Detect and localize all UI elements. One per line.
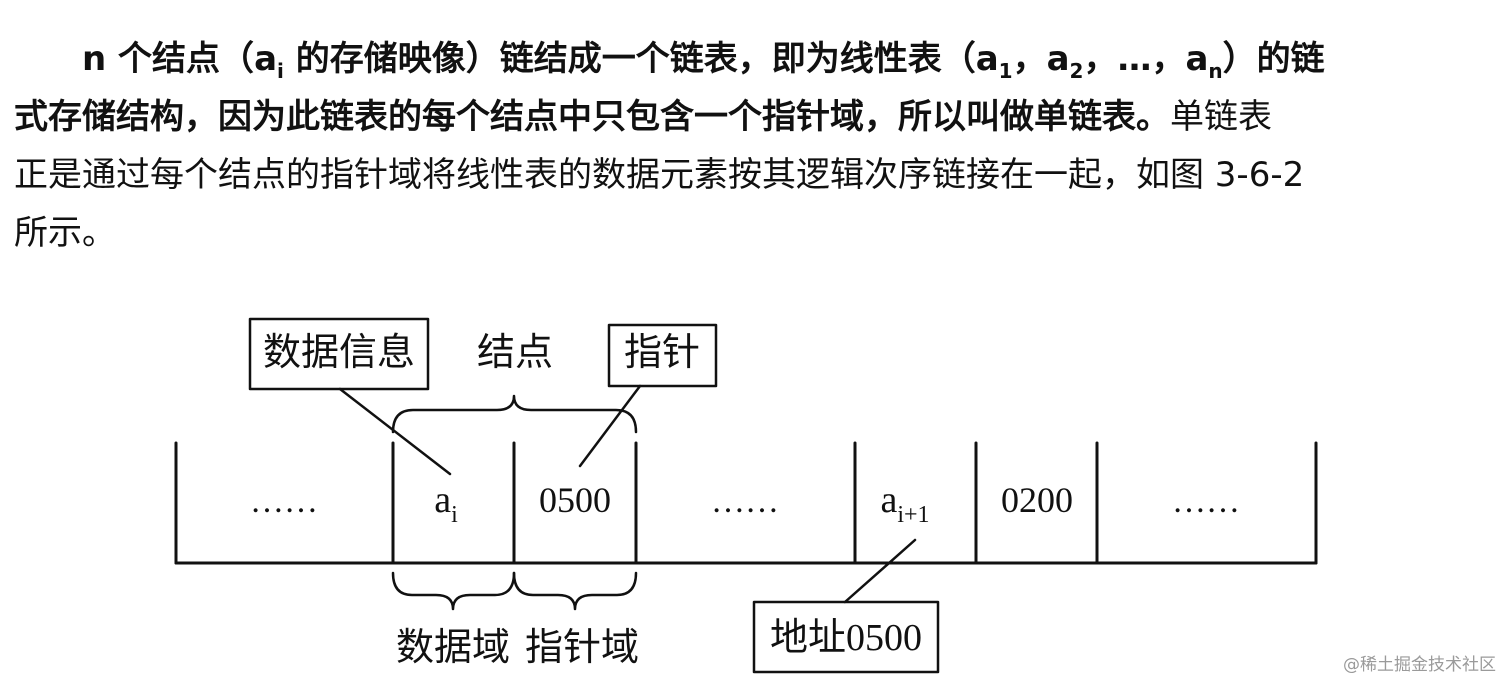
leader-line-data-info — [338, 387, 452, 476]
text-a2: a — [1046, 39, 1070, 79]
text-a1: a — [975, 39, 999, 79]
text-an: a — [1185, 39, 1209, 79]
text-sep: ， — [1151, 39, 1186, 79]
cell-ai-base: a — [434, 479, 451, 521]
text-ellipsis: … — [1117, 39, 1152, 79]
cell-ellipsis-3: …… — [1172, 483, 1240, 520]
pointer-box — [607, 323, 718, 388]
cell-ellipsis-1: …… — [250, 483, 318, 520]
text-seg: 的存储映像）链结成一个链表，即为线性表（ — [283, 39, 976, 79]
subscript-n: n — [1208, 58, 1223, 83]
paragraph-line-3: 正是通过每个结点的指针域将线性表的数据元素按其逻辑次序链接在一起，如图 3-6-… — [14, 155, 1305, 195]
text-bold: 式存储结构，因为此链表的每个结点中只包含一个指针域，所以叫做单链表。 — [14, 97, 1170, 137]
text-sep: ， — [1012, 39, 1047, 79]
text-a: a — [254, 39, 278, 79]
text-seg: 个结点（ — [106, 39, 255, 79]
label-node: 结点 — [477, 332, 553, 374]
data-field-brace — [391, 571, 516, 611]
subscript-i: i — [277, 58, 284, 83]
node-brace-top — [391, 394, 638, 434]
pointer-field-brace — [512, 571, 638, 611]
paragraph-line-4: 所示。 — [14, 213, 116, 253]
text-sep: ， — [1083, 39, 1118, 79]
subscript-1: 1 — [998, 58, 1013, 83]
cell-pointer-0200: 0200 — [1001, 480, 1073, 520]
label-data-info: 数据信息 — [263, 332, 415, 374]
description-paragraph: n 个结点（ai 的存储映像）链结成一个链表，即为线性表（a1，a2，…，an）… — [14, 30, 1494, 262]
text-seg: ）的链 — [1222, 39, 1325, 79]
watermark-text: @稀土掘金技术社区 — [1343, 655, 1496, 675]
text-n: n — [82, 39, 107, 79]
paragraph-line-2: 式存储结构，因为此链表的每个结点中只包含一个指针域，所以叫做单链表。单链表 — [14, 88, 1494, 146]
label-pointer-field: 指针域 — [525, 625, 639, 669]
cell-ai1-base: a — [880, 479, 897, 521]
label-data-field: 数据域 — [396, 625, 510, 669]
label-pointer: 指针 — [624, 332, 700, 374]
paragraph-line-1: n 个结点（ai 的存储映像）链结成一个链表，即为线性表（a1，a2，…，an）… — [14, 30, 1494, 88]
subscript-2: 2 — [1069, 58, 1084, 83]
leader-line-pointer — [578, 384, 642, 468]
cell-ai-sub: i — [451, 502, 458, 528]
text-plain: 单链表 — [1170, 97, 1272, 137]
cell-ai-plus-1: ai+1 — [880, 479, 929, 528]
cell-ai1-sub: i+1 — [897, 502, 929, 528]
label-address-0500: 地址0500 — [770, 617, 922, 659]
cell-pointer-0500: 0500 — [539, 480, 611, 520]
cell-ellipsis-2: …… — [711, 483, 779, 520]
leader-line-address — [843, 538, 917, 604]
cell-ai: ai — [434, 479, 458, 528]
